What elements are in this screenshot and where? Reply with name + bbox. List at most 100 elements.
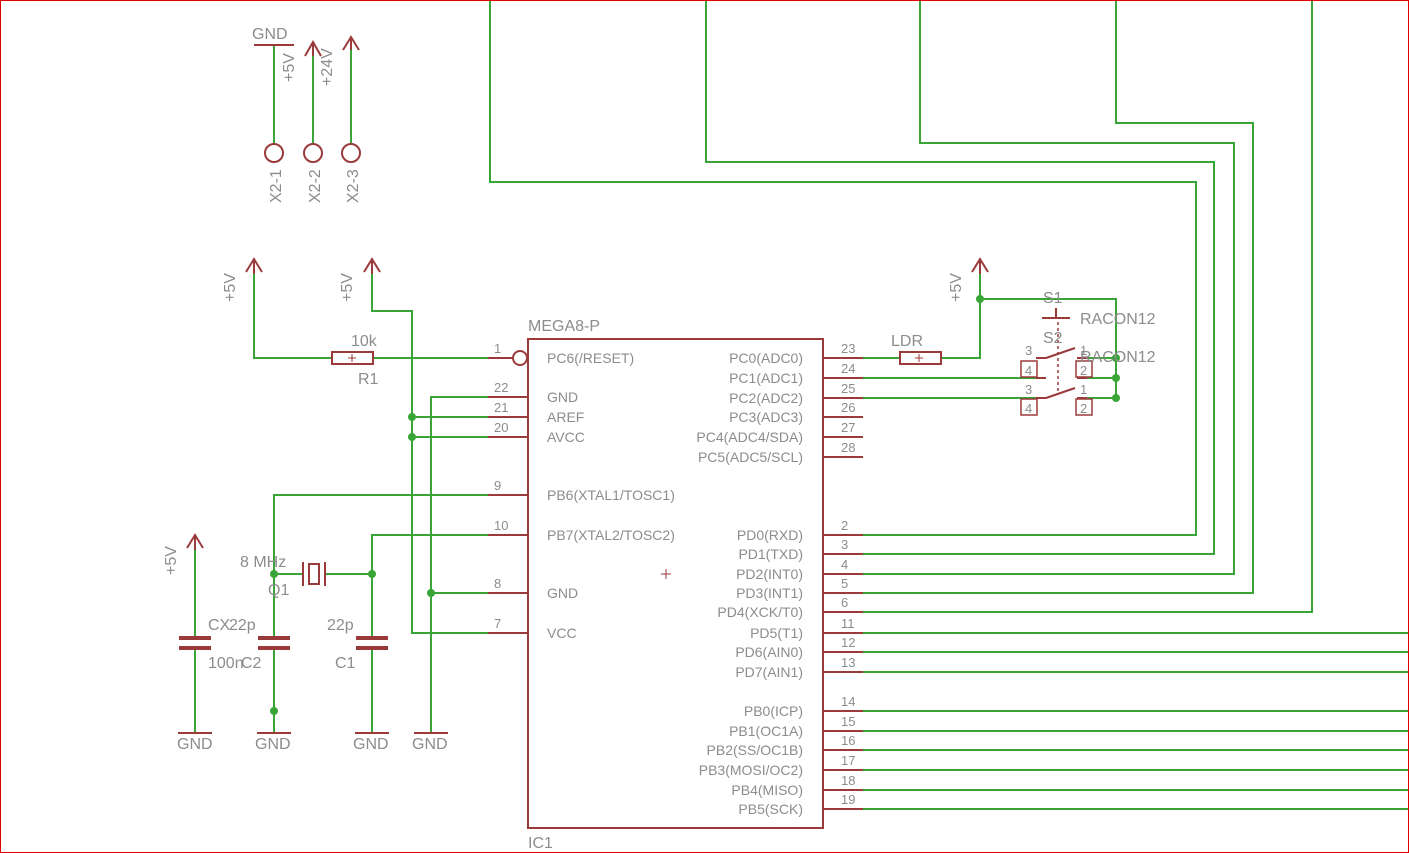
supply-label: +5V <box>222 273 239 302</box>
resistor-ref: R1 <box>358 371 379 388</box>
ic-left-pins: 1PC6(/RESET)22GND21AREF20AVCC9PB6(XTAL1/… <box>488 341 675 641</box>
ic-pin-number: 24 <box>841 361 855 376</box>
ic-pin-number: 5 <box>841 576 848 591</box>
resistor-r1: 10k R1 <box>331 333 379 388</box>
ic-pin-name: PB3(MOSI/OC2) <box>699 762 803 778</box>
ic-pin-name: PD0(RXD) <box>737 527 803 543</box>
ic-pin-name: GND <box>547 585 578 601</box>
ic-pin-name: PD3(INT1) <box>736 585 803 601</box>
ic-pin-number: 3 <box>841 537 848 552</box>
wire-net-pd1 <box>705 0 1215 555</box>
wire-net-pd2 <box>823 0 1235 575</box>
crystal-freq: 8 MHz <box>240 554 286 571</box>
wire-net-pd0 <box>489 0 1197 536</box>
ic-pin-number: 17 <box>841 753 855 768</box>
ic-pin-number: 8 <box>494 576 501 591</box>
ic-pin-number: 19 <box>841 792 855 807</box>
capacitor-value: 22p <box>327 617 354 634</box>
ic-pin-name: AREF <box>547 409 584 425</box>
ic-pin-number: 12 <box>841 635 855 650</box>
ic-pin-name: PC5(ADC5/SCL) <box>698 449 803 465</box>
ic-pin-name: PB5(SCK) <box>738 801 803 817</box>
capacitor-cx: CX 100n <box>179 617 244 672</box>
switch-pin-num: 1 <box>1080 382 1087 397</box>
supply-label: +5V <box>339 273 356 302</box>
supply-5v-reset: +5V <box>222 257 263 302</box>
gnd-symbols: GND GND GND GND <box>177 732 448 753</box>
switch-value: RACON12 <box>1080 311 1156 328</box>
ic-pin-name: PD6(AIN0) <box>735 644 803 660</box>
connector-pin-label-2: X2-2 <box>307 169 324 203</box>
wire-net-xtal1 <box>273 494 528 733</box>
ic-pin-number: 9 <box>494 478 501 493</box>
switch-pin-num: 1 <box>1080 343 1087 358</box>
connector-pin-1 <box>264 143 284 163</box>
wire-net-pd3 <box>823 0 1254 594</box>
ic-pin-number: 14 <box>841 694 855 709</box>
ic-pin-number: 20 <box>494 420 508 435</box>
supply-label: +5V <box>948 273 965 302</box>
gnd-label: GND <box>177 736 213 753</box>
ic-pin-name: PD2(INT0) <box>736 566 803 582</box>
ic-pin-name: PC6(/RESET) <box>547 350 634 366</box>
ic-mega8: MEGA8-P IC1 1PC6(/RESET)22GND21AREF20AVC… <box>488 318 863 852</box>
ic-pin-name: PB2(SS/OC1B) <box>707 742 803 758</box>
switch-pin-num: 3 <box>1025 343 1032 358</box>
ic-pin-number: 22 <box>494 380 508 395</box>
wire-net-gnd <box>430 396 528 733</box>
supply-5v-cx: +5V <box>163 533 204 575</box>
ic-pin-name: PC3(ADC3) <box>729 409 803 425</box>
wire-net-ldr-switch <box>823 274 1117 399</box>
capacitor-c2: 22p C2 <box>229 617 290 672</box>
ic-pin-number: 21 <box>494 400 508 415</box>
ic-name: MEGA8-P <box>528 318 600 335</box>
switch-pin-num: 3 <box>1025 382 1032 397</box>
capacitor-ref: CX <box>208 617 231 634</box>
switch-ref: S2 <box>1043 330 1063 347</box>
wire-net-pd4 <box>823 0 1313 613</box>
ic-pin-name: PB7(XTAL2/TOSC2) <box>547 527 675 543</box>
supply-arrow-24v <box>342 35 360 51</box>
ic-pin-number: 11 <box>841 616 855 631</box>
ic-pin-number: 15 <box>841 714 855 729</box>
ic-pin-number: 4 <box>841 557 848 572</box>
ic-pin-name: PD1(TXD) <box>738 546 803 562</box>
ic-pin-number: 16 <box>841 733 855 748</box>
switch-pin-num: 2 <box>1080 401 1087 416</box>
wire-net-reset <box>253 274 512 359</box>
resistor-ldr: LDR <box>891 333 942 365</box>
switch-pin-num: 4 <box>1025 401 1032 416</box>
ic-pin-number: 26 <box>841 400 855 415</box>
wire-junctions <box>270 295 1120 715</box>
connector-pin-2 <box>303 143 323 163</box>
resistor-value: 10k <box>351 333 378 350</box>
ic-pin-name: GND <box>547 389 578 405</box>
ic-pin-name: PC1(ADC1) <box>729 370 803 386</box>
connector-pin-label-1: X2-1 <box>268 169 285 203</box>
switch-s1-s2: S1 S2 RACON12 RACON12 3 4 1 2 3 4 1 2 <box>1020 290 1156 416</box>
supply-label-gnd: GND <box>252 26 288 43</box>
ic-pin-name: PC2(ADC2) <box>729 390 803 406</box>
gnd-label: GND <box>255 736 291 753</box>
supply-arrow-5v <box>304 39 322 57</box>
ic-ref: IC1 <box>528 835 553 852</box>
